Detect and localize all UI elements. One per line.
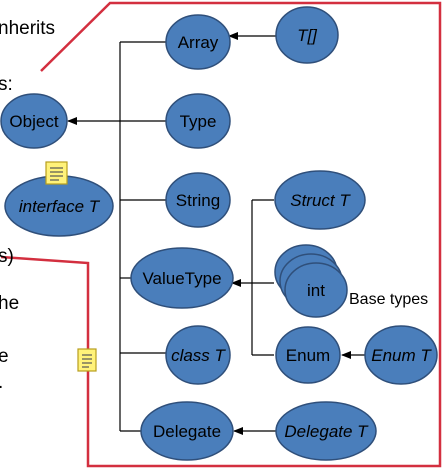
tree-connectors [67,32,366,435]
note-icon[interactable] [45,161,68,185]
note-icon[interactable] [77,348,97,372]
node-object-label: Object [9,112,58,131]
node-type: Type [165,93,231,149]
node-class-t: class T [165,325,231,385]
node-type-label: Type [180,112,217,131]
base-types-label: Base types [349,291,428,308]
node-string-label: String [176,191,220,210]
node-enum: Enum [275,326,341,384]
node-enum-label: Enum [286,346,330,365]
node-string: String [165,172,231,228]
node-class-t-label: class T [171,346,226,365]
node-valuetype-label: ValueType [142,269,221,288]
node-struct-t-label: Struct T [290,191,351,210]
left-text-line6: . [0,372,3,393]
node-delegate: Delegate [140,401,234,461]
left-text-line4: he [0,293,19,314]
node-t-array-label: T[] [297,26,318,45]
node-array-label: Array [178,33,219,52]
node-t-array: T[] [275,6,339,64]
node-delegate-label: Delegate [153,422,221,441]
node-struct-t: Struct T [274,170,366,230]
left-text-line3: s) [0,246,14,267]
node-delegate-t-label: Delegate T [284,422,369,441]
left-text-line5: e [0,346,9,367]
node-int-label: int [307,281,325,300]
left-text-line2: s: [0,74,13,95]
node-enum-t-label: Enum T [371,346,432,365]
node-interface-t: interface T [4,175,114,237]
node-array: Array [165,14,231,70]
node-int-stack: int [274,244,348,318]
node-interface-t-label: interface T [19,197,101,216]
left-text-line1: nherits [0,18,55,39]
node-delegate-t: Delegate T [275,401,377,461]
node-enum-t: Enum T [364,325,438,385]
node-valuetype: ValueType [130,247,234,309]
red-callout-border [0,1,442,468]
node-object: Object [0,93,68,149]
